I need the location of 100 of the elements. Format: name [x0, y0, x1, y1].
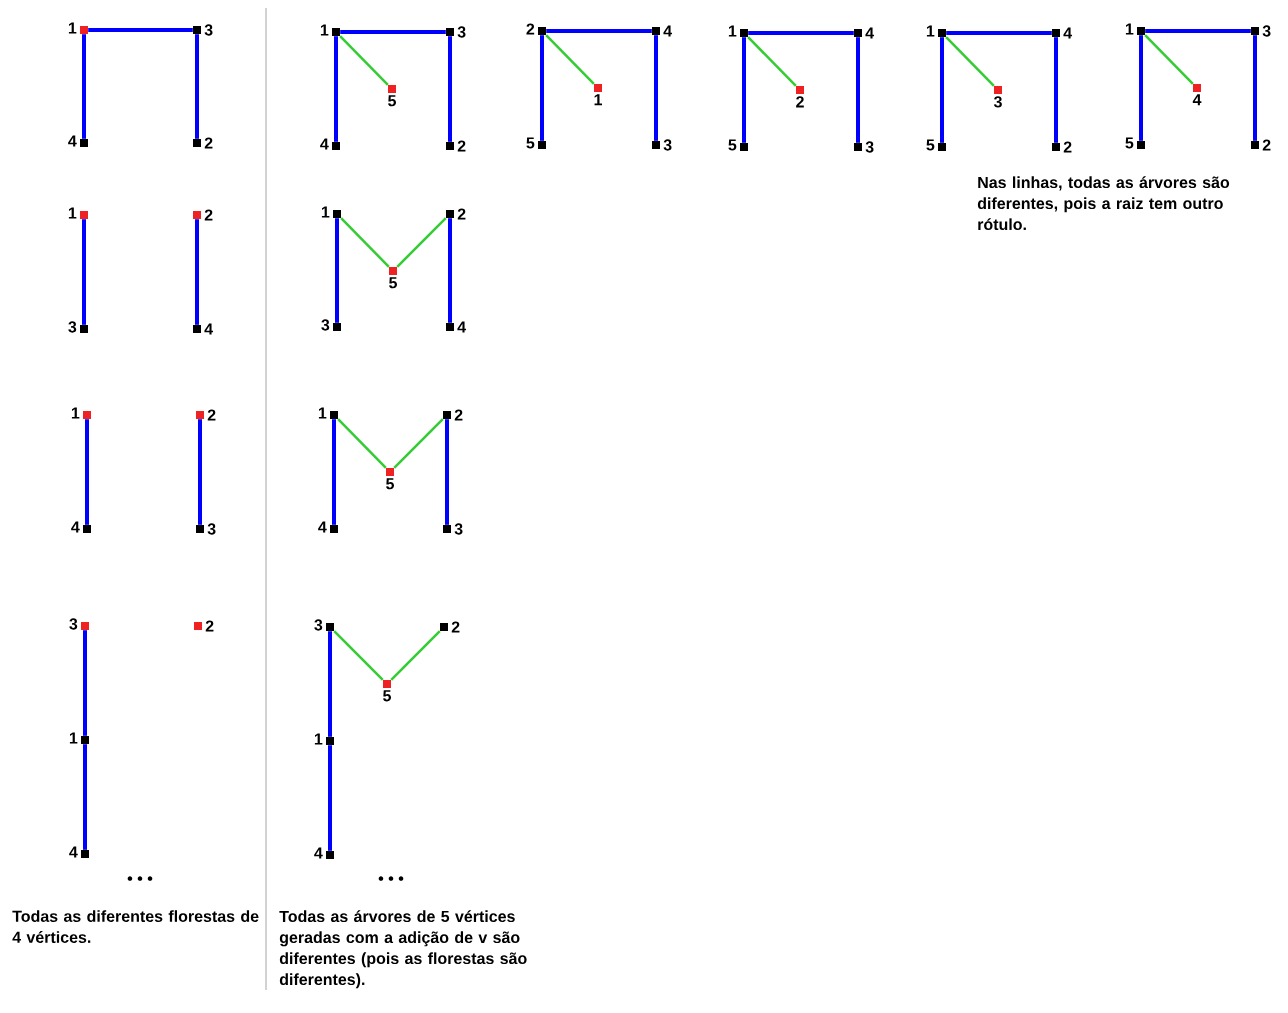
vertex: [193, 325, 201, 333]
vertex: [446, 323, 454, 331]
graph-edge: [654, 35, 658, 141]
vertex-label: 4: [314, 847, 323, 859]
vertex: [194, 622, 202, 630]
vertex-label: 1: [68, 207, 77, 219]
vertex-label: 3: [69, 618, 78, 630]
vertex-label: 3: [865, 141, 874, 153]
vertex-label: 5: [389, 277, 397, 289]
vertex-label: 5: [526, 137, 535, 149]
graph-edge: [742, 37, 746, 143]
vertex-label: 5: [388, 95, 396, 107]
caption-text: Todas as árvores de 5 vértices geradas com a adição de v são diferentes (pois as florestas são diferentes).: [279, 910, 527, 989]
vertex: [854, 143, 862, 151]
vertex: [1052, 29, 1060, 37]
vertex: [538, 141, 546, 149]
caption-text: Todas as diferentes florestas de 4 vértices.: [12, 910, 259, 943]
vertex-label: 1: [594, 94, 602, 106]
graph-edge: [1139, 35, 1143, 141]
vertex-label: 3: [207, 523, 216, 535]
vertex-label: 2: [457, 208, 466, 220]
vertex: [80, 139, 88, 147]
caption-text: Nas linhas, todas as árvores são diferentes, pois a raiz tem outro rótulo.: [977, 176, 1230, 231]
vertex-label: 3: [68, 321, 77, 333]
vertex: [330, 525, 338, 533]
vertex-label: 1: [318, 407, 327, 419]
vertex-label: 3: [457, 26, 466, 38]
vertex: [1193, 84, 1201, 92]
vertex-label: 4: [69, 846, 78, 858]
graph-edge: [195, 34, 199, 139]
vertex-label: 5: [383, 690, 391, 702]
vertex-label: 4: [1192, 94, 1202, 106]
vertex: [193, 26, 201, 34]
graph-edge: [88, 28, 193, 32]
graph-edge: [540, 35, 544, 141]
graph-edge: [546, 29, 652, 33]
graph-edge: [195, 219, 199, 325]
vertex: [446, 28, 454, 36]
vertex: [332, 142, 340, 150]
vertex: [333, 210, 341, 218]
vertex-label: 5: [728, 139, 737, 151]
vertex-label: 1: [320, 24, 329, 36]
vertex: [326, 851, 334, 859]
graph-edge: [340, 30, 446, 34]
graph-edge: [748, 31, 854, 35]
vertex-label: 4: [204, 323, 213, 335]
vertex-label: 2: [204, 209, 213, 221]
vertex: [796, 86, 804, 94]
graph-edge: [445, 419, 449, 525]
vertex: [854, 29, 862, 37]
graph-edge: [747, 36, 797, 87]
graph-edge: [83, 630, 87, 736]
graph-edge: [328, 745, 332, 851]
vertex-label: 1: [314, 733, 323, 745]
vertex-label: 3: [204, 24, 213, 36]
vertex: [1251, 141, 1259, 149]
graph-edge: [856, 37, 860, 143]
vertex-label: 2: [1063, 141, 1072, 153]
vertex: [326, 623, 334, 631]
vertex-label: 2: [1262, 139, 1271, 151]
vertex: [383, 680, 391, 688]
vertex: [938, 29, 946, 37]
vertex: [80, 26, 88, 34]
graph-edge: [83, 744, 87, 850]
graph-edge: [1253, 35, 1257, 141]
vertex-label: 1: [926, 25, 935, 37]
graph-edge: [945, 36, 995, 87]
vertex: [443, 525, 451, 533]
vertex: [446, 210, 454, 218]
vertex-label: 5: [386, 478, 394, 490]
graph-edge: [82, 219, 86, 325]
vertex-label: 1: [68, 22, 77, 34]
vertex-label: 2: [205, 620, 214, 632]
vertex: [938, 143, 946, 151]
vertex: [443, 411, 451, 419]
vertex: [330, 411, 338, 419]
graph-edge: [940, 37, 944, 143]
vertex-label: 4: [318, 521, 327, 533]
graph-edge: [334, 36, 338, 142]
vertex-label: 1: [69, 732, 78, 744]
vertex: [1251, 27, 1259, 35]
vertex: [652, 141, 660, 149]
vertex: [83, 525, 91, 533]
vertex: [1052, 143, 1060, 151]
graph-edge: [332, 419, 336, 525]
vertex-label: 2: [207, 409, 216, 421]
vertex-label: 2: [796, 96, 804, 108]
vertex-label: 4: [457, 321, 466, 333]
vertex: [446, 142, 454, 150]
vertex-label: 3: [663, 139, 672, 151]
ellipsis: • • •: [127, 876, 153, 881]
vertex: [594, 84, 602, 92]
vertex: [326, 737, 334, 745]
vertex-label: 2: [454, 409, 463, 421]
graph-edge: [946, 31, 1052, 35]
graph-edge: [1145, 29, 1251, 33]
vertex: [538, 27, 546, 35]
vertex-label: 4: [320, 138, 329, 150]
vertex-label: 3: [321, 319, 330, 331]
vertex-label: 4: [68, 135, 77, 147]
